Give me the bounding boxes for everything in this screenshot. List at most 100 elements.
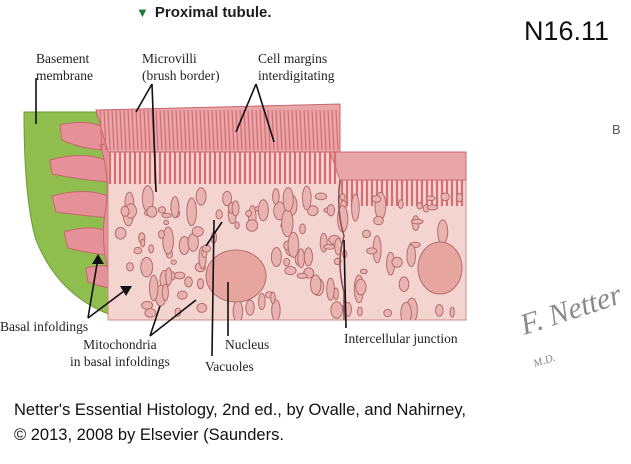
mitochondrion bbox=[303, 247, 313, 267]
microvillus-rear bbox=[287, 109, 291, 151]
label-basement-membrane: Basement membrane bbox=[36, 50, 93, 84]
label-nucleus: Nucleus bbox=[225, 337, 270, 352]
mitochondrion bbox=[400, 301, 412, 320]
vacuole bbox=[357, 306, 363, 317]
microvillus-rear bbox=[159, 109, 163, 151]
microvillus-rear bbox=[283, 109, 287, 151]
microvillus-rear bbox=[175, 109, 179, 151]
vacuole bbox=[126, 262, 134, 272]
mitochondrion bbox=[231, 200, 240, 217]
vacuole bbox=[245, 210, 253, 217]
microvillus-rear bbox=[131, 109, 135, 151]
vacuole bbox=[133, 246, 143, 255]
microvillus-rear bbox=[115, 109, 119, 151]
vacuole bbox=[373, 215, 384, 226]
label-mitochondria-line2: in basal infoldings bbox=[70, 354, 170, 369]
edge-letter: B bbox=[612, 122, 621, 137]
microvillus-rear bbox=[331, 109, 335, 151]
microvillus-rear bbox=[223, 109, 227, 151]
vacuole bbox=[161, 212, 172, 219]
vacuole bbox=[449, 306, 455, 318]
vacuole bbox=[410, 218, 424, 225]
mitochondrion bbox=[297, 248, 305, 269]
mitochondrion bbox=[170, 196, 180, 219]
label-intercellular-junction: Intercellular junction bbox=[344, 331, 458, 346]
vacuole bbox=[366, 247, 378, 255]
mitochondrion bbox=[302, 185, 312, 211]
microvillus-rear bbox=[263, 109, 267, 151]
microvillus-rear bbox=[199, 109, 203, 151]
vacuole bbox=[426, 204, 439, 211]
mitochondrion bbox=[406, 244, 417, 268]
label-mitochondria: Mitochondria in basal infoldings bbox=[70, 336, 170, 370]
proximal-tubule-illustration bbox=[23, 78, 467, 357]
vacuole bbox=[177, 290, 188, 300]
microvillus-rear bbox=[315, 109, 319, 151]
vacuole bbox=[425, 195, 436, 202]
vacuole bbox=[307, 205, 319, 217]
microvillus-rear bbox=[239, 109, 243, 151]
mitochondrion bbox=[258, 292, 266, 311]
mitochondrion bbox=[245, 299, 255, 316]
mitochondrion bbox=[270, 247, 282, 267]
mitochondrion bbox=[282, 187, 294, 212]
vacuole bbox=[323, 244, 336, 250]
vacuole bbox=[270, 291, 276, 304]
organelles bbox=[114, 185, 463, 320]
leader-lines bbox=[35, 78, 347, 357]
vacuole bbox=[120, 205, 130, 217]
mitochondrion bbox=[257, 199, 269, 222]
brush-border-top-right bbox=[329, 151, 467, 181]
label-basement-line2: membrane bbox=[36, 68, 93, 83]
mitochondrion bbox=[398, 276, 410, 293]
microvillus-rear bbox=[135, 109, 139, 151]
microvillus-rear bbox=[279, 109, 283, 151]
label-basement-line1: Basement bbox=[36, 51, 90, 66]
microvillus-rear bbox=[163, 109, 167, 151]
vacuole bbox=[245, 219, 259, 232]
microvillus-rear bbox=[219, 109, 223, 151]
microvillus-rear bbox=[139, 109, 143, 151]
microvillus-rear bbox=[255, 109, 259, 151]
vacuole bbox=[359, 268, 368, 275]
microvillus-rear bbox=[259, 109, 263, 151]
vacuole bbox=[148, 244, 155, 254]
nucleus-left bbox=[205, 249, 267, 303]
vacuole bbox=[141, 300, 154, 310]
microvillus-rear bbox=[247, 109, 251, 151]
vacuole bbox=[114, 226, 127, 240]
vacuole bbox=[371, 195, 382, 203]
vacuole bbox=[283, 257, 291, 267]
vacuole bbox=[339, 193, 346, 201]
label-microvilli-line2: (brush border) bbox=[142, 68, 220, 83]
microvillus-rear bbox=[319, 109, 323, 151]
vacuole bbox=[326, 204, 336, 217]
microvillus-rear bbox=[155, 109, 159, 151]
microvillus-rear bbox=[191, 109, 195, 151]
figure-code: N16.11 bbox=[523, 16, 609, 46]
microvillus-rear bbox=[99, 109, 103, 151]
vacuole bbox=[163, 219, 170, 226]
microvillus-rear bbox=[303, 109, 307, 151]
vacuole bbox=[158, 229, 165, 239]
microvillus-rear bbox=[311, 109, 315, 151]
vacuole bbox=[140, 238, 146, 248]
nucleus-right bbox=[417, 241, 463, 295]
mitochondrion bbox=[271, 299, 281, 320]
microvillus-rear bbox=[183, 109, 187, 151]
mitochondrion bbox=[351, 193, 360, 222]
microvillus-rear bbox=[167, 109, 171, 151]
vacuole bbox=[391, 256, 403, 268]
triangle-icon: ▼ bbox=[136, 5, 149, 20]
mitochondrion bbox=[140, 256, 154, 278]
vacuole bbox=[173, 271, 186, 280]
mitochondrion bbox=[437, 219, 449, 245]
label-mitochondria-line1: Mitochondria bbox=[83, 337, 157, 352]
microvillus-rear bbox=[327, 109, 331, 151]
vacuole bbox=[383, 308, 393, 318]
microvillus-rear bbox=[147, 109, 151, 151]
mitochondrion bbox=[165, 267, 173, 286]
vacuole bbox=[296, 272, 308, 279]
mitochondrion bbox=[149, 274, 159, 302]
mitochondrion bbox=[330, 301, 344, 319]
